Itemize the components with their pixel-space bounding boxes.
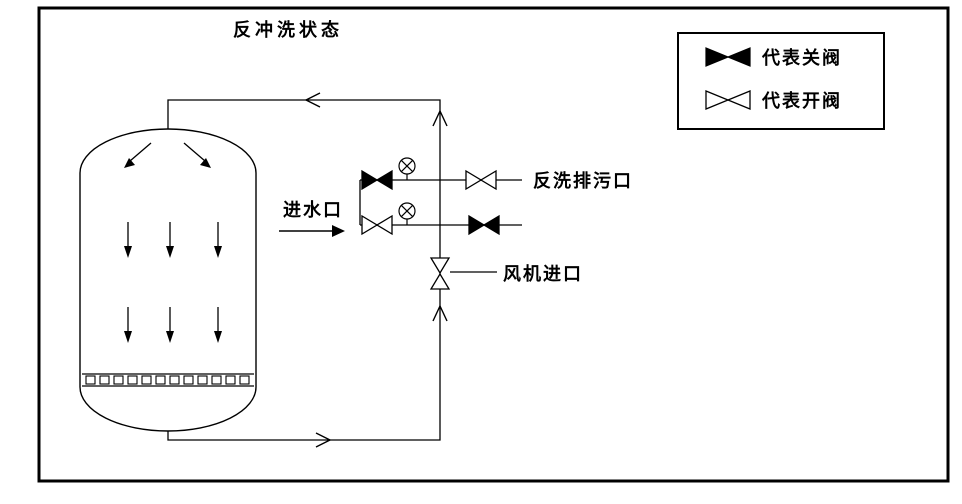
legend-closed-valve-label: 代表关阀 [761, 47, 842, 68]
filter-nozzle [225, 375, 236, 385]
filter-nozzle [85, 375, 96, 385]
filter-nozzle [183, 375, 194, 385]
open-valve-right-triangle [726, 90, 751, 110]
legend-box [677, 32, 885, 130]
valve-left-triangle [465, 169, 483, 191]
closed-valve-right-triangle [726, 47, 751, 67]
open-valve-icon [705, 90, 751, 110]
legend: 代表关阀 代表开阀 [677, 32, 885, 130]
tank-flow-arrows [124, 142, 222, 343]
flow-arrow-up-top-icon [432, 109, 448, 127]
valve-bottom-triangle [429, 272, 451, 290]
filter-plate [82, 373, 254, 387]
down-arrow-icon [124, 222, 132, 258]
inlet-left-open-valve-icon [361, 214, 393, 236]
water-inlet-arrow [279, 225, 345, 237]
down-arrow-icon [166, 307, 174, 343]
down-right-arrow-icon [183, 142, 211, 168]
valve-right-triangle [482, 214, 500, 236]
down-arrow-icon [166, 222, 174, 258]
meter-cross [400, 204, 414, 218]
filter-nozzle [155, 375, 166, 385]
valve-right-triangle [479, 169, 497, 191]
down-arrow-icon [214, 222, 222, 258]
down-left-arrow-icon [124, 142, 152, 168]
open-valve-left-triangle [705, 90, 730, 110]
fan-open-valve-icon [429, 257, 451, 290]
valve-left-triangle [361, 169, 379, 191]
filter-nozzle [99, 375, 110, 385]
inlet-meter-icon [398, 202, 416, 225]
backwash-drain-label: 反洗排污口 [533, 170, 633, 191]
filter-nozzle [169, 375, 180, 385]
filter-nozzle [239, 375, 250, 385]
flow-meters [398, 157, 416, 225]
filter-nozzle [113, 375, 124, 385]
valve-left-triangle [361, 214, 379, 236]
pipe-flow-arrows [304, 92, 448, 448]
inlet-right-closed-valve-icon [468, 214, 500, 236]
flow-arrow-right-icon [315, 432, 332, 448]
legend-open-valve-label: 代表开阀 [761, 90, 842, 111]
down-arrow-icon [214, 307, 222, 343]
closed-valve-left-triangle [705, 47, 730, 67]
valves [361, 169, 500, 290]
water-inlet-label: 进水口 [283, 199, 343, 220]
tank-vessel [79, 128, 257, 432]
filter-nozzles [85, 375, 250, 385]
valve-right-triangle [375, 169, 393, 191]
valve-right-triangle [375, 214, 393, 236]
flow-arrow-up-bottom-icon [432, 304, 448, 322]
inlet-arrow-head [332, 225, 345, 237]
diagram-title: 反冲洗状态 [233, 19, 343, 40]
meter-cross [400, 159, 414, 173]
filter-nozzle [127, 375, 138, 385]
drain-left-closed-valve-icon [361, 169, 393, 191]
down-arrow-icon [124, 307, 132, 343]
filter-nozzle [197, 375, 208, 385]
fan-inlet-label: 风机进口 [503, 264, 583, 284]
flow-arrow-left-icon [304, 92, 321, 108]
closed-valve-icon [705, 47, 751, 67]
filter-nozzle [211, 375, 222, 385]
drain-meter-icon [398, 157, 416, 180]
valve-top-triangle [429, 257, 451, 275]
diagram-border [37, 6, 950, 483]
filter-nozzle [141, 375, 152, 385]
valve-left-triangle [468, 214, 486, 236]
drain-right-open-valve-icon [465, 169, 497, 191]
